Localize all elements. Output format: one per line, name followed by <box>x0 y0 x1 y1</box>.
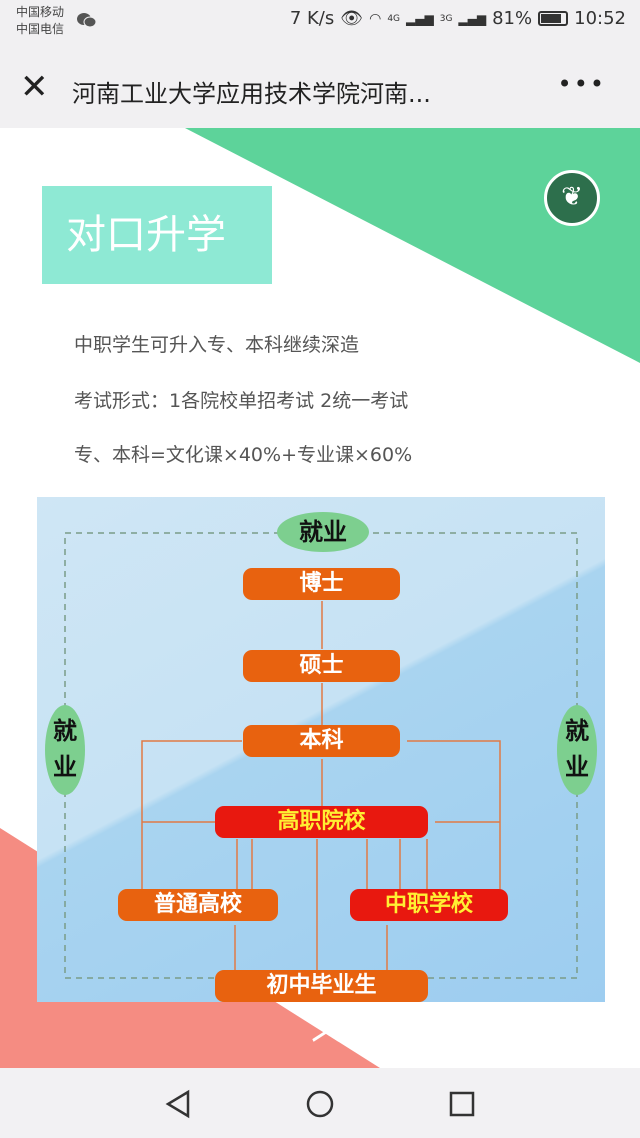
network-type-2: 3G <box>439 13 453 24</box>
node-secondary-vocational: 中职学校 <box>350 889 508 921</box>
wifi-icon: ◠ <box>369 10 382 27</box>
node-bachelor: 本科 <box>243 725 400 757</box>
network-type-1: 4G <box>387 13 401 24</box>
title-bar: ✕ 河南工业大学应用技术学院河南... ••• <box>0 46 640 128</box>
wechat-icon <box>77 13 96 28</box>
more-menu-button[interactable]: ••• <box>557 70 606 98</box>
eye-icon: 👁 <box>340 8 364 29</box>
recents-icon[interactable] <box>446 1088 478 1120</box>
section-heading: 对口升学 <box>42 186 272 284</box>
clock: 10:52 <box>574 8 626 29</box>
node-high-school: 普通高校 <box>118 889 278 921</box>
node-doctor: 博士 <box>243 568 400 600</box>
battery-icon <box>538 11 569 26</box>
node-junior-graduate: 初中毕业生 <box>215 970 428 1002</box>
chevron-up-icon[interactable]: ︿ <box>311 1013 340 1046</box>
node-higher-vocational: 高职院校 <box>215 806 428 838</box>
node-master: 硕士 <box>243 650 400 682</box>
employment-right: 就业 <box>557 705 597 795</box>
info-line: 中职学生可升入专、本科继续深造 <box>74 334 360 356</box>
android-nav-bar <box>0 1068 640 1138</box>
signal-icon: ▂▄▆ <box>458 11 487 26</box>
employment-left: 就业 <box>45 705 85 795</box>
article-image: ❦ 对口升学 中职学生可升入专、本科继续深造 考试形式：1各院校单招考试 2统一… <box>0 128 640 1068</box>
carrier-1: 中国移动 <box>16 5 65 19</box>
close-icon[interactable]: ✕ <box>20 67 49 107</box>
education-path-diagram: 就业 就业 就业 博士 硕士 本科 高职院校 普通高校 中职学校 初中毕业生 <box>37 497 605 1002</box>
info-line: 专、本科=文化课×40%+专业课×60% <box>74 444 413 466</box>
page-title: 河南工业大学应用技术学院河南... <box>72 80 431 108</box>
back-icon[interactable] <box>162 1088 194 1120</box>
network-speed: 7 K/s <box>289 8 335 29</box>
employment-top: 就业 <box>277 512 369 552</box>
school-logo-icon: ❦ <box>544 170 600 226</box>
home-icon[interactable] <box>304 1088 336 1120</box>
battery-percent: 81% <box>492 8 533 29</box>
signal-icon: ▂▄▆ <box>406 11 434 26</box>
carrier-2: 中国电信 <box>16 22 65 36</box>
carrier-info: 中国移动 中国电信 <box>16 4 64 38</box>
info-line: 考试形式：1各院校单招考试 2统一考试 <box>74 390 409 412</box>
status-bar: 中国移动 中国电信 7 K/s 👁 ◠ 4G ▂▄▆ 3G ▂▄▆ 81% 10:5… <box>0 0 640 46</box>
